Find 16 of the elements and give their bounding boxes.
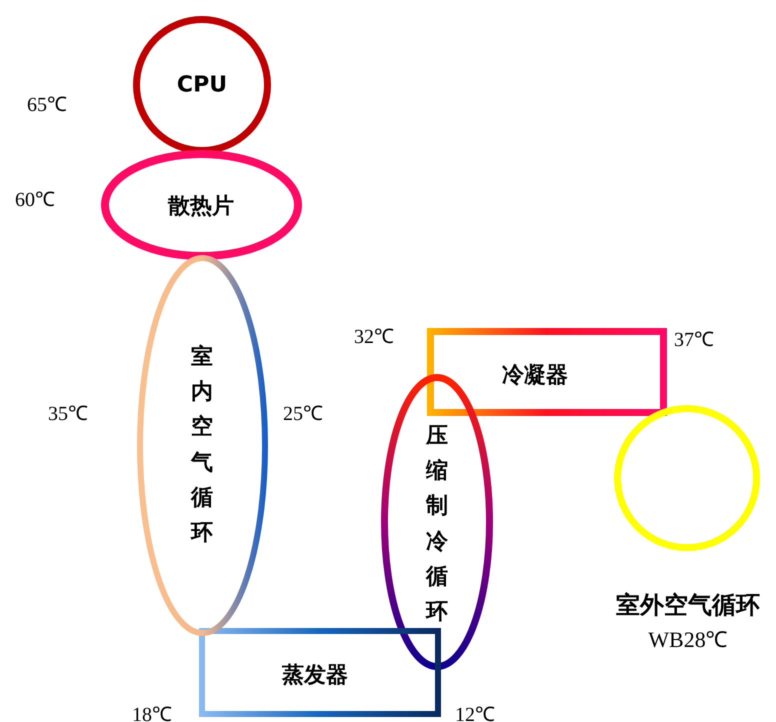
node-label: 蒸发器	[282, 662, 348, 690]
temperature-label: 60℃	[15, 188, 55, 212]
temperature-label: 18℃	[132, 703, 172, 722]
node-label: WB28℃	[648, 626, 728, 653]
temperature-label: 65℃	[27, 93, 67, 117]
temperature-label: 12℃	[455, 703, 495, 722]
temperature-label: 32℃	[354, 325, 394, 349]
node-label: 室内空气循环	[191, 343, 213, 548]
node-label: 冷凝器	[502, 362, 568, 390]
node-label: 室外空气循环	[616, 590, 760, 621]
node-label: 散热片	[168, 193, 234, 221]
temperature-label: 37℃	[674, 328, 714, 352]
temperature-label: 35℃	[48, 402, 88, 426]
temperature-label: 25℃	[283, 402, 323, 426]
node-label: 压缩制冷循环	[426, 422, 448, 626]
node-label: CPU	[176, 72, 228, 98]
